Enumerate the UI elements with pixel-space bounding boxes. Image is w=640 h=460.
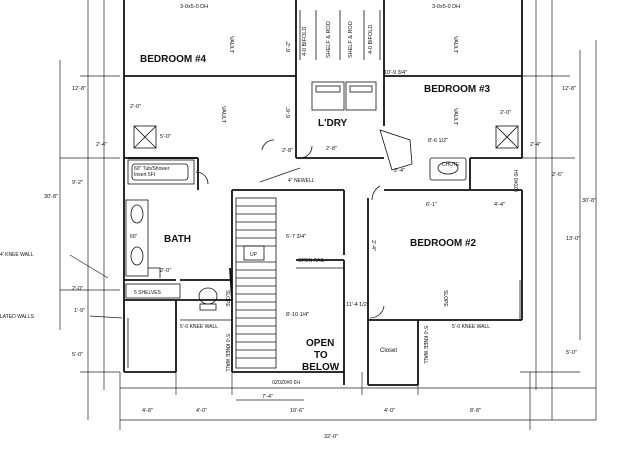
dim-1-9: 1'-9" [74, 308, 85, 314]
dim-30-8-right: 30'-8" [582, 198, 596, 204]
dim-b-4-0-b: 4'-0" [384, 408, 395, 414]
sink-width: 60" [130, 234, 138, 240]
dim-5-0-side: 5'-0" [72, 352, 83, 358]
dim-5-7: 5'-7 3/4" [286, 234, 306, 240]
dim-2-4-left: 2'-4" [96, 142, 107, 148]
dim-13-0: 13'-0" [566, 236, 580, 242]
bifold-right: 4-0 BIFOLD [368, 25, 374, 54]
dim-2-0-bath: 2'-0" [160, 268, 171, 274]
newell-note: 4" NEWELL [288, 178, 315, 184]
dim-b-10-6: 10'-6" [290, 408, 304, 414]
chute-note: CHUTE [442, 162, 460, 168]
open-rail-note: OPEN RAIL [298, 258, 325, 264]
dimension-lines [59, 0, 597, 430]
dim-9-2: 9'-2" [72, 180, 83, 186]
vault-note-4: VAULT [452, 108, 458, 126]
dim-6-2: 6'-2" [286, 41, 292, 52]
bifold-left: 4-0 BIFOLD [302, 27, 308, 56]
up-arrow-note: UP [250, 252, 258, 258]
dim-11-4: 11'-4 1/2" [346, 302, 369, 308]
fixtures [125, 10, 521, 369]
slope-note-left: SLOPE [224, 290, 230, 307]
shelves-note: 5 SHELVES [134, 290, 162, 296]
dim-7-4: 7'-4" [262, 394, 273, 400]
room-label-bedroom-4: BEDROOM #4 [140, 54, 207, 65]
vault-note-3: VAULT [220, 106, 226, 124]
knee-wall-5-left: 5'-0 KNEE WALL [180, 324, 218, 330]
dim-8-10: 8'-10 1/4" [286, 312, 309, 318]
window-note-right: 3-0x5-0 DH [432, 4, 460, 10]
dim-2-4-stair: 2'-4" [370, 240, 376, 251]
room-label-open-2: TO [314, 350, 328, 361]
dim-6-6: 6'-6" [286, 107, 292, 118]
knee-wall-vert-right: 5'-0 KNEE WALL [422, 326, 428, 364]
shelf-rod-2: SHELF & ROD [348, 21, 354, 58]
dim-2-0-right: 2'-0" [500, 110, 511, 116]
dim-2-8: 2'-8" [326, 146, 337, 152]
room-label-bedroom-2: BEDROOM #2 [410, 238, 477, 249]
dim-2-6: 2'-6" [552, 172, 563, 178]
dim-b-4-0-a: 4'-0" [196, 408, 207, 414]
dim-total: 32'-0" [324, 434, 338, 440]
dim-12-8-left: 12'-8" [72, 86, 86, 92]
dim-2-0-side: 2'-0" [72, 286, 83, 292]
vault-note-1: VAULT [228, 36, 234, 54]
vault-note-2: VAULT [452, 36, 458, 54]
dim-12-8-right: 12'-8" [562, 86, 576, 92]
dim-5-0-right: 5'-0" [566, 350, 577, 356]
room-label-open-3: BELOW [302, 362, 340, 373]
dim-2-8b: 2'-8" [282, 148, 293, 154]
dim-4-4: 4'-4" [494, 202, 505, 208]
knee-wall-5-right: 5'-0 KNEE WALL [452, 324, 490, 330]
dim-30-8-left: 30'-8" [44, 194, 58, 200]
room-label-laundry: L'DRY [318, 118, 348, 129]
dim-2-4-right: 2'-4" [530, 142, 541, 148]
dim-10-9: 10'-9 3/4" [384, 70, 407, 76]
dim-2-4c: 2'-4" [394, 168, 405, 174]
knee-wall-vert-left: 5'-0 KNEE WALL [224, 334, 230, 372]
tub-note: 60" Tub/Shower [134, 166, 170, 172]
window-note-left: 3-0x5-0 DH [180, 4, 208, 10]
tub-note-2: Insert 5Ft [134, 172, 156, 178]
room-label-bedroom-3: BEDROOM #3 [424, 84, 491, 95]
stair-window-note: H3 0#0Z0Z0 [272, 378, 300, 384]
room-label-bath: BATH [164, 234, 191, 245]
dim-b-8-8: 8'-8" [470, 408, 481, 414]
shelf-rod-1: SHELF & ROD [326, 21, 332, 58]
room-label-closet: Closet [380, 348, 397, 354]
dim-2-0-left: 2'-0" [130, 104, 141, 110]
dim-8-6: 8'-6 1/2" [428, 138, 448, 144]
insulated-walls-note: LATED WALLS [0, 314, 35, 320]
dim-b-4-8: 4'-8" [142, 408, 153, 414]
right-window-note: H0 0#0Z0 [512, 170, 518, 192]
room-label-open-1: OPEN [306, 338, 334, 349]
slope-note-right: SLOPE [442, 290, 448, 307]
dim-6-1: 6'-1" [426, 202, 437, 208]
dim-5-0: 5'-0" [160, 134, 171, 140]
knee-wall-note: 4' KNEE WALL [0, 252, 34, 258]
